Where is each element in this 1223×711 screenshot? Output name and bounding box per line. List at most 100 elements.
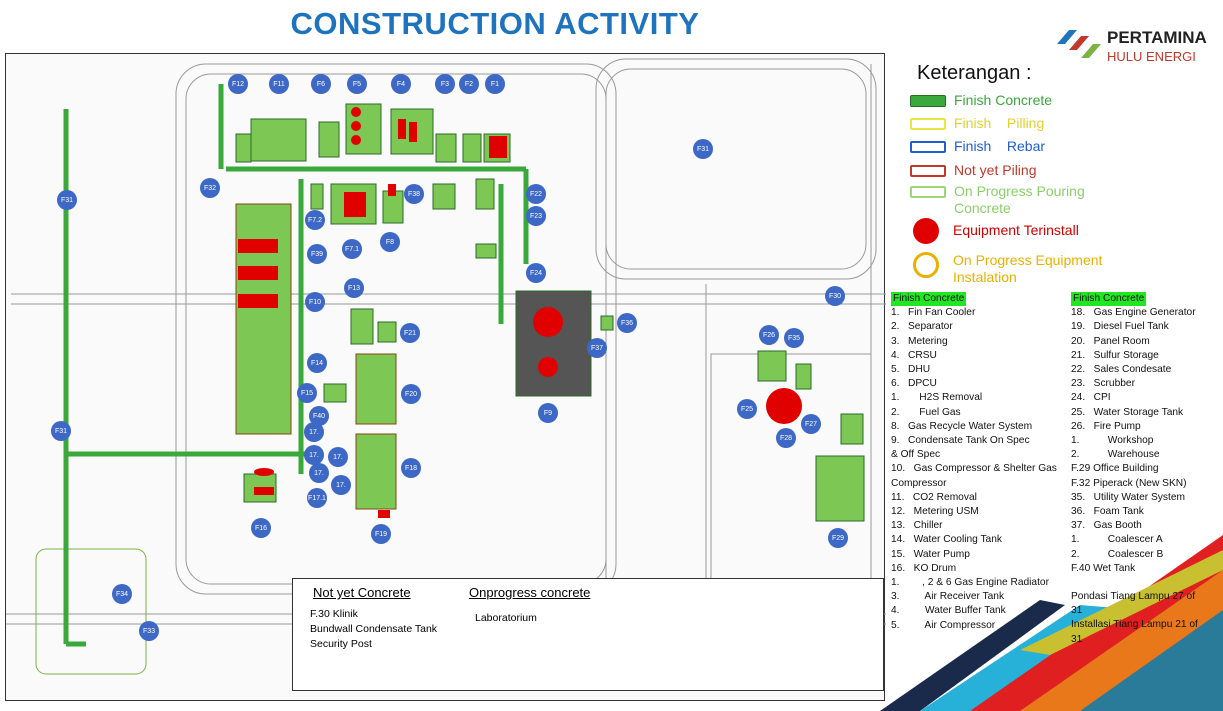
- foundation-marker[interactable]: F29: [828, 528, 848, 548]
- foundation-marker[interactable]: F35: [784, 328, 804, 348]
- list-item: 18. Gas Engine Generator: [1071, 307, 1196, 319]
- list-item: 2. Warehouse: [1071, 449, 1160, 461]
- red-circle-icon: [913, 218, 939, 244]
- foundation-marker[interactable]: F40: [309, 406, 329, 426]
- foundation-marker[interactable]: F12: [228, 74, 248, 94]
- list-item: & Off Spec: [891, 449, 941, 461]
- list-item: 1. Workshop: [1071, 435, 1154, 447]
- foundation-marker[interactable]: F14: [307, 353, 327, 373]
- foundation-marker[interactable]: F16: [251, 518, 271, 538]
- page-title: CONSTRUCTION ACTIVITY: [290, 6, 700, 41]
- list-item: 3. Metering: [891, 335, 948, 347]
- list-item: 37. Gas Booth: [1071, 520, 1142, 532]
- legend-finish-concrete: Finish Concrete: [910, 92, 1052, 109]
- foundation-marker[interactable]: F9: [538, 403, 558, 423]
- foundation-marker[interactable]: F17.1: [307, 488, 327, 508]
- foundation-marker[interactable]: 17.: [309, 463, 329, 483]
- list-item: 25. Water Storage Tank: [1071, 406, 1184, 418]
- list-item: 24. CPI: [1071, 392, 1111, 404]
- list-item: 26. Fire Pump: [1071, 420, 1141, 432]
- foundation-marker[interactable]: F37: [587, 338, 607, 358]
- logo-name: PERTAMINA: [1107, 28, 1207, 47]
- foundation-marker[interactable]: F7.2: [305, 210, 325, 230]
- foundation-marker[interactable]: F30: [825, 286, 845, 306]
- not-yet-concrete-list: F.30 Klinik Bundwall Condensate Tank Sec…: [310, 607, 437, 652]
- legend-on-progress-equipment: On Progress Equipment Instalation: [910, 252, 1140, 286]
- foundation-marker[interactable]: F25: [737, 399, 757, 419]
- not-yet-item: F.30 Klinik: [310, 608, 358, 620]
- list-item: 2. Separator: [891, 321, 953, 333]
- foundation-marker[interactable]: F32: [200, 178, 220, 198]
- list-item: Installasi Tiang Lampu 21 of: [1071, 619, 1198, 631]
- foundation-marker[interactable]: F36: [617, 313, 637, 333]
- foundation-marker[interactable]: F20: [401, 384, 421, 404]
- not-yet-item: Security Post: [310, 638, 372, 650]
- list-item: 13. Chiller: [891, 520, 943, 532]
- foundation-marker[interactable]: F31: [51, 421, 71, 441]
- foundation-marker[interactable]: F3: [435, 74, 455, 94]
- list-item: 16. KO Drum: [891, 562, 957, 574]
- foundation-marker[interactable]: 17.: [304, 445, 324, 465]
- foundation-marker[interactable]: F21: [400, 323, 420, 343]
- foundation-marker[interactable]: F15: [297, 383, 317, 403]
- red-swatch-icon: [910, 165, 946, 177]
- foundation-marker[interactable]: F27: [801, 414, 821, 434]
- legend-finish-rebar: Finish Rebar: [910, 138, 1045, 155]
- legend-on-progress-pouring: On Progress Pouring Concrete: [910, 183, 1130, 217]
- list-item: 9. Condensate Tank On Spec: [891, 435, 1030, 447]
- foundation-marker[interactable]: F2: [459, 74, 479, 94]
- foundation-marker[interactable]: F4: [391, 74, 411, 94]
- list-item: Pondasi Tiang Lampu 27 of: [1071, 591, 1196, 603]
- list-item: F.29 Office Building: [1071, 463, 1159, 475]
- list-item: 5. DHU: [891, 364, 931, 376]
- list-item: 19. Diesel Fuel Tank: [1071, 321, 1169, 333]
- foundation-marker[interactable]: F24: [526, 263, 546, 283]
- foundation-marker[interactable]: F5: [347, 74, 367, 94]
- list-item: 11. CO2 Removal: [891, 491, 977, 503]
- list-item: 1. Fin Fan Cooler: [891, 307, 976, 319]
- foundation-marker[interactable]: F31: [693, 139, 713, 159]
- list-item: 8. Gas Recycle Water System: [891, 420, 1033, 432]
- list-item: 2. Coalescer B: [1071, 548, 1164, 560]
- list-item: 4. Water Buffer Tank: [891, 605, 1006, 617]
- foundation-marker[interactable]: F1: [485, 74, 505, 94]
- yellow-swatch-icon: [910, 118, 946, 130]
- foundation-marker[interactable]: F26: [759, 325, 779, 345]
- legend: Keterangan : Finish Concrete Finish Pill…: [905, 62, 1223, 285]
- list-item: 36. Foam Tank: [1071, 506, 1144, 518]
- logo-sub: HULU ENERGI: [1107, 49, 1196, 64]
- list-item: 3. Air Receiver Tank: [891, 591, 1005, 603]
- foundation-marker[interactable]: 17.: [304, 422, 324, 442]
- foundation-marker[interactable]: F18: [401, 458, 421, 478]
- foundation-marker[interactable]: F23: [526, 206, 546, 226]
- not-yet-item: Bundwall Condensate Tank: [310, 623, 438, 635]
- foundation-marker[interactable]: 17.: [331, 475, 351, 495]
- onprogress-concrete-title: Onprogress concrete: [469, 585, 591, 600]
- legend-not-yet-piling: Not yet Piling: [910, 162, 1036, 179]
- foundation-marker[interactable]: F39: [307, 244, 327, 264]
- foundation-marker[interactable]: F22: [526, 184, 546, 204]
- list-item: 15. Water Pump: [891, 548, 970, 560]
- list-header: Finish Concrete: [1071, 292, 1147, 307]
- yellow-circle-icon: [913, 252, 939, 278]
- legend-equipment-installed: Equipment Terinstall: [910, 218, 1079, 244]
- foundation-marker[interactable]: F13: [344, 278, 364, 298]
- foundation-marker[interactable]: F31: [57, 190, 77, 210]
- foundation-marker[interactable]: F7.1: [342, 239, 362, 259]
- foundation-marker[interactable]: F6: [311, 74, 331, 94]
- not-yet-concrete-title: Not yet Concrete: [313, 585, 411, 600]
- foundation-marker[interactable]: F34: [112, 584, 132, 604]
- foundation-marker[interactable]: F11: [269, 74, 289, 94]
- foundation-marker[interactable]: F8: [380, 232, 400, 252]
- foundation-marker[interactable]: F19: [371, 524, 391, 544]
- blue-swatch-icon: [910, 141, 946, 153]
- foundation-marker[interactable]: F38: [404, 184, 424, 204]
- list-header: Finish Concrete: [891, 292, 967, 307]
- list-item: 22. Sales Condesate: [1071, 364, 1172, 376]
- foundation-marker[interactable]: 17.: [328, 447, 348, 467]
- foundation-marker[interactable]: F10: [305, 292, 325, 312]
- foundation-marker[interactable]: F33: [139, 621, 159, 641]
- foundation-marker[interactable]: F28: [776, 428, 796, 448]
